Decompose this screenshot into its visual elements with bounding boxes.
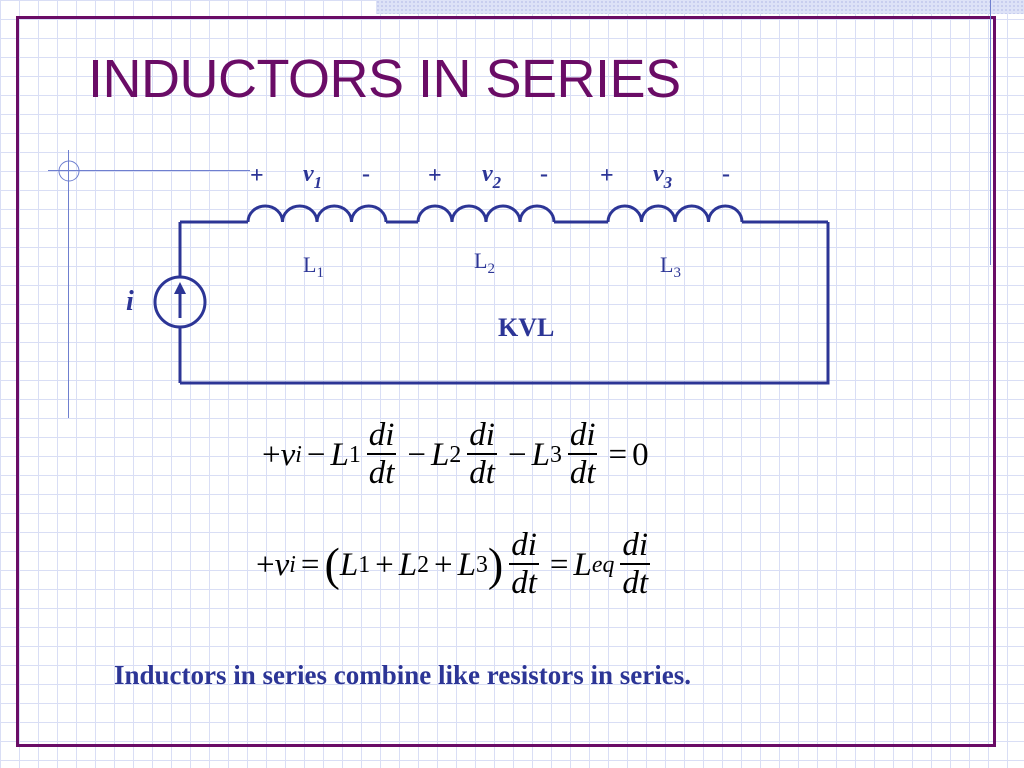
source-current-label: i [126,286,134,317]
v2-minus-sign: - [540,161,548,187]
v3-subscript: 3 [663,173,673,192]
l3-symbol: L [660,252,673,277]
page-title: INDUCTORS IN SERIES [88,49,681,109]
v1-symbol: v [303,161,314,187]
inductor-3-voltage: + v3 - [600,161,730,192]
current-source-circle [153,275,207,329]
v2-subscript: 2 [492,173,502,192]
v2-plus-sign: + [428,163,442,189]
corner-decoration [376,0,1024,14]
decorative-circle [58,160,80,182]
decorative-horizontal-line [48,170,250,171]
inductor-coil-1 [246,204,388,223]
svg-text:v3: v3 [653,161,673,192]
svg-text:L1: L1 [303,252,324,281]
v3-minus-sign: - [722,161,730,187]
svg-text:v2: v2 [482,161,502,192]
summary-statement: Inductors in series combine like resisto… [114,660,691,690]
v1-minus-sign: - [362,161,370,187]
decorative-vertical-line [68,150,69,418]
slide-frame [16,16,996,747]
svg-text:L3: L3 [660,252,681,281]
decorative-right-line [990,0,991,265]
inductor-2-voltage: + v2 - [428,161,548,192]
kvl-label: KVL [498,313,554,342]
l3-subscript: 3 [673,265,681,281]
v3-plus-sign: + [600,163,614,189]
inductor-1-voltage: + v1 - [250,161,370,192]
current-source-arrow-icon [174,282,186,318]
series-inductor-circuit: i KVL + v1 - + v2 - + v3 - L1 L2 L3 [126,161,830,385]
inductor-coil-3 [606,204,744,223]
v1-plus-sign: + [250,163,264,189]
circuit-wire-bottom [180,222,830,385]
svg-text:L2: L2 [474,248,495,277]
svg-text:v1: v1 [303,161,322,192]
l2-subscript: 2 [487,261,495,277]
l2-symbol: L [474,248,487,273]
v1-subscript: 1 [314,173,323,192]
inductor-coil-2 [416,204,556,223]
l1-symbol: L [303,252,316,277]
v3-symbol: v [653,161,664,187]
l1-subscript: 1 [316,265,324,281]
v2-symbol: v [482,161,493,187]
